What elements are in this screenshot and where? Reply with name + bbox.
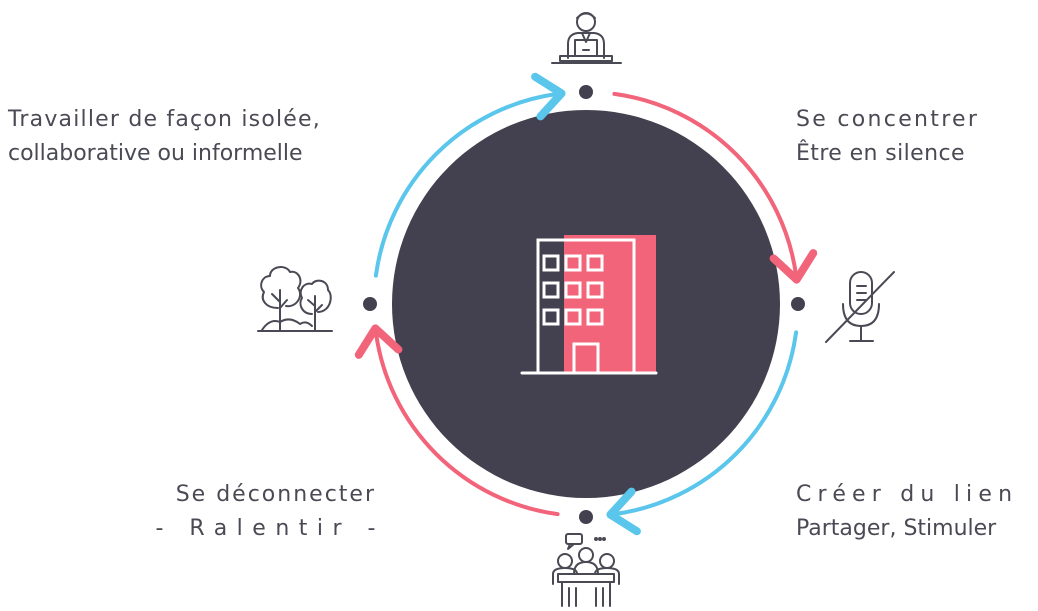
muted-microphone-icon [825,271,895,343]
label-focus-line1: Se concentrer [796,107,980,132]
arc-bottom-to-left [354,324,560,517]
label-focus: Se concentrer Être en silence [796,103,979,171]
meeting-table-icon [552,533,620,607]
label-work-modes: Travailler de façon isolée, collaborativ… [8,103,321,171]
arc-left-to-top [373,72,566,278]
label-disconnect-line2: - Ralentir - [155,516,385,541]
label-connect: Créer du lien Partager, Stimuler [796,478,1018,546]
dot-right [791,297,805,311]
person-at-desk-icon [551,12,622,64]
dot-bottom [579,510,593,524]
office-building-icon [520,235,658,375]
label-work-modes-line1: Travailler de façon isolée, [8,107,321,132]
label-disconnect: Se déconnecter - Ralentir - [140,478,376,546]
label-focus-line2: Être en silence [796,141,965,166]
label-disconnect-line1: Se déconnecter [175,482,376,507]
label-connect-line1: Créer du lien [796,482,1019,507]
arc-right-to-bottom [606,330,799,536]
trees-park-icon [257,266,333,332]
dot-left [363,297,377,311]
label-work-modes-line2: collaborative ou informelle [8,141,303,166]
dot-top [579,85,593,99]
arc-top-to-right [612,91,818,284]
label-connect-line2: Partager, Stimuler [796,516,997,541]
